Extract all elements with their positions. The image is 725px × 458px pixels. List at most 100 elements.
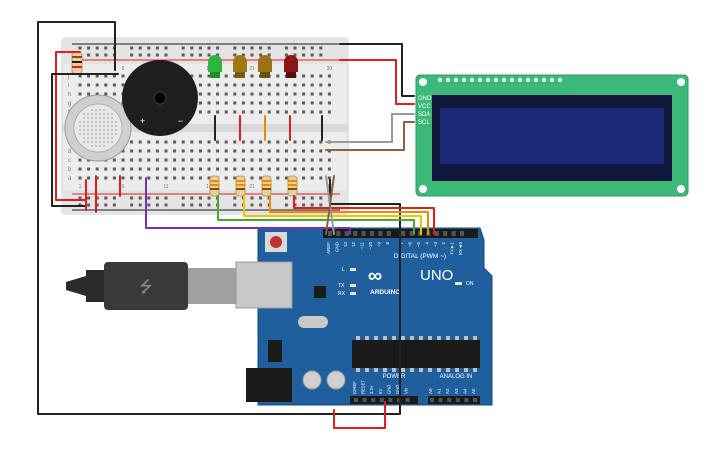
breadboard-hole[interactable]	[78, 176, 82, 180]
breadboard-hole[interactable]	[104, 176, 108, 180]
breadboard-hole[interactable]	[121, 83, 125, 87]
resistor-led-2[interactable]	[235, 175, 246, 197]
breadboard-hole[interactable]	[302, 140, 306, 144]
rail-hole[interactable]	[250, 203, 254, 207]
breadboard-hole[interactable]	[293, 101, 297, 105]
rail-hole[interactable]	[259, 203, 263, 207]
breadboard-hole[interactable]	[112, 158, 116, 162]
breadboard-hole[interactable]	[284, 83, 288, 87]
breadboard-hole[interactable]	[130, 149, 134, 153]
rail-hole[interactable]	[155, 53, 159, 57]
breadboard-hole[interactable]	[310, 149, 314, 153]
power-pin-hole[interactable]	[354, 398, 358, 402]
breadboard-hole[interactable]	[319, 92, 323, 96]
analog-pin-hole[interactable]	[473, 398, 477, 402]
breadboard-hole[interactable]	[293, 110, 297, 114]
breadboard-hole[interactable]	[250, 140, 254, 144]
rail-hole[interactable]	[190, 196, 194, 200]
breadboard-hole[interactable]	[112, 83, 116, 87]
rail-hole[interactable]	[259, 53, 263, 57]
digital-pin-hole[interactable]	[336, 231, 341, 236]
breadboard-hole[interactable]	[319, 74, 323, 78]
breadboard-hole[interactable]	[233, 167, 237, 171]
breadboard-hole[interactable]	[207, 101, 211, 105]
breadboard-hole[interactable]	[284, 110, 288, 114]
breadboard-hole[interactable]	[319, 176, 323, 180]
breadboard-hole[interactable]	[293, 140, 297, 144]
power-pin-hole[interactable]	[362, 398, 367, 402]
breadboard-hole[interactable]	[241, 140, 245, 144]
breadboard-hole[interactable]	[241, 92, 245, 96]
rail-hole[interactable]	[198, 46, 202, 50]
breadboard-hole[interactable]	[207, 110, 211, 114]
resistor-led-3[interactable]	[261, 175, 272, 197]
breadboard-hole[interactable]	[207, 92, 211, 96]
resistor-sensor[interactable]	[71, 51, 83, 75]
rail-hole[interactable]	[164, 46, 168, 50]
breadboard-hole[interactable]	[310, 158, 314, 162]
rail-hole[interactable]	[138, 46, 142, 50]
digital-pin-hole[interactable]	[378, 231, 383, 236]
breadboard-hole[interactable]	[224, 149, 228, 153]
digital-pin-hole[interactable]	[386, 231, 391, 236]
breadboard-hole[interactable]	[224, 140, 228, 144]
rail-hole[interactable]	[250, 196, 254, 200]
breadboard-hole[interactable]	[216, 140, 220, 144]
breadboard-hole[interactable]	[181, 140, 185, 144]
led-green[interactable]	[208, 55, 222, 78]
breadboard-hole[interactable]	[207, 167, 211, 171]
breadboard-hole[interactable]	[250, 92, 254, 96]
rail-hole[interactable]	[130, 53, 134, 57]
rail-hole[interactable]	[216, 46, 220, 50]
breadboard-hole[interactable]	[87, 176, 91, 180]
breadboard-hole[interactable]	[267, 110, 271, 114]
breadboard-hole[interactable]	[173, 167, 177, 171]
breadboard-hole[interactable]	[181, 149, 185, 153]
breadboard-hole[interactable]	[267, 158, 271, 162]
rail-hole[interactable]	[130, 196, 134, 200]
breadboard-hole[interactable]	[164, 167, 168, 171]
rail-hole[interactable]	[190, 53, 194, 57]
breadboard-hole[interactable]	[190, 158, 194, 162]
breadboard-hole[interactable]	[276, 74, 280, 78]
digital-pin-hole[interactable]	[370, 231, 374, 236]
breadboard-hole[interactable]	[276, 140, 280, 144]
breadboard-hole[interactable]	[198, 140, 202, 144]
breadboard-hole[interactable]	[112, 167, 116, 171]
rail-hole[interactable]	[207, 46, 211, 50]
rail-hole[interactable]	[155, 196, 159, 200]
rail-hole[interactable]	[310, 46, 314, 50]
digital-pin-hole[interactable]	[361, 231, 366, 236]
breadboard-hole[interactable]	[173, 176, 177, 180]
digital-pin-hole[interactable]	[409, 231, 414, 236]
rail-hole[interactable]	[95, 53, 99, 57]
rail-hole[interactable]	[87, 196, 91, 200]
breadboard-hole[interactable]	[327, 110, 331, 114]
breadboard-hole[interactable]	[267, 101, 271, 105]
lcd-module[interactable]: GND VCC SDA SCL	[415, 74, 689, 197]
digital-pin-hole[interactable]	[451, 231, 456, 236]
rail-hole[interactable]	[319, 53, 323, 57]
breadboard-hole[interactable]	[319, 83, 323, 87]
breadboard-hole[interactable]	[147, 176, 151, 180]
rail-hole[interactable]	[293, 46, 297, 50]
breadboard-hole[interactable]	[207, 140, 211, 144]
breadboard-hole[interactable]	[241, 158, 245, 162]
digital-pin-hole[interactable]	[401, 231, 406, 236]
rail-hole[interactable]	[233, 196, 237, 200]
breadboard-hole[interactable]	[138, 167, 142, 171]
rail-hole[interactable]	[241, 53, 245, 57]
rail-hole[interactable]	[284, 196, 288, 200]
breadboard-hole[interactable]	[164, 176, 168, 180]
breadboard-hole[interactable]	[112, 74, 116, 78]
breadboard-hole[interactable]	[216, 158, 220, 162]
rail-hole[interactable]	[147, 53, 151, 57]
breadboard-hole[interactable]	[259, 140, 263, 144]
breadboard-hole[interactable]	[207, 176, 211, 180]
breadboard-hole[interactable]	[310, 101, 314, 105]
breadboard-hole[interactable]	[224, 101, 228, 105]
breadboard-hole[interactable]	[259, 92, 263, 96]
digital-pin-hole[interactable]	[460, 231, 464, 236]
rail-hole[interactable]	[130, 203, 134, 207]
rail-hole[interactable]	[310, 196, 314, 200]
